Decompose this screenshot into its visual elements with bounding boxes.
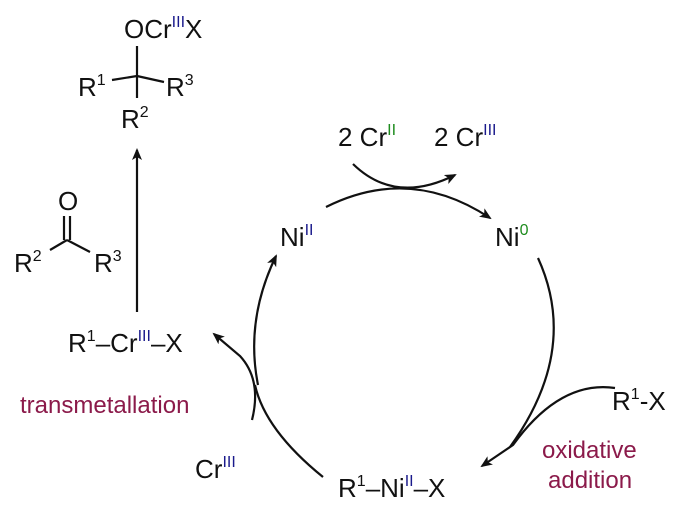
arrow-to-ni2 xyxy=(253,254,277,386)
ni-0-label: Ni0 xyxy=(495,222,529,252)
organochromium-label: R1–CrIII–X xyxy=(68,328,183,358)
ketone-o: O xyxy=(58,186,78,216)
product-r2: R2 xyxy=(121,104,149,134)
bond-c-r1 xyxy=(111,74,138,82)
cr-iii-byproduct: 2 CrIII xyxy=(434,122,496,152)
arc-ni0-down xyxy=(509,257,555,448)
step-oxidative-label: oxidative xyxy=(542,437,637,464)
r-ni-x-intermediate: R1–NiII–X xyxy=(338,473,445,503)
bond-c-r2 xyxy=(49,239,68,251)
ni-ii-label: NiII xyxy=(280,222,313,252)
arrow-ni2-to-ni0 xyxy=(325,187,492,220)
step-addition-label: addition xyxy=(548,467,632,494)
product-r3: R3 xyxy=(166,72,194,102)
bond-c-r3 xyxy=(136,74,165,84)
product-alkoxide: OCrIIIX R1 R3 R2 xyxy=(78,14,202,134)
step-transmetallation: transmetallation xyxy=(20,392,189,419)
product-ocr-label: OCrIIIX xyxy=(124,14,202,44)
cr-iii-reagent: CrIII xyxy=(195,454,236,484)
ketone: O R2 R3 xyxy=(14,186,122,278)
cr-ii-reagent: 2 CrII xyxy=(338,122,396,152)
ketone-r2: R2 xyxy=(14,248,42,278)
bond-c-r3 xyxy=(66,239,91,253)
r1-x-substrate: R1-X xyxy=(612,386,666,416)
ketone-r3: R3 xyxy=(94,248,122,278)
product-r1: R1 xyxy=(78,72,106,102)
arrow-cr2-to-cr3 xyxy=(352,163,457,189)
arc-intermediate-left xyxy=(253,384,324,478)
arrow-oxidative-addition xyxy=(480,386,616,468)
arrow-transmetallation xyxy=(212,332,257,421)
